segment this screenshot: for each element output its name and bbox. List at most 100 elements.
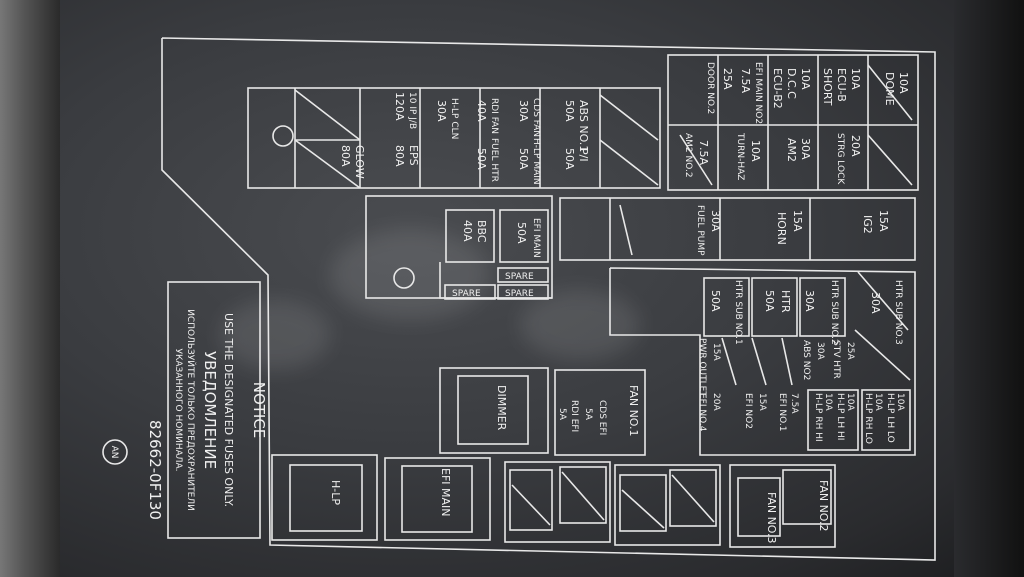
fuse-ecu-b-amp: 10A <box>849 68 862 90</box>
fuse-am2-no2-amp: 7.5A <box>697 140 710 165</box>
fuse-htr-amp: 50A <box>763 290 776 312</box>
fuse-cds-fan-amp: 30A <box>517 100 530 122</box>
fuse-efi-main-no2-amp: 7.5A <box>739 68 752 93</box>
fuse-dome-amp: 10A <box>897 72 910 94</box>
efi-main-relay-outline <box>384 457 491 541</box>
notice-title-ru: УВЕДОМЛЕНИЕ <box>201 351 219 469</box>
fuse-h-lp-rh-lo: H-LP RH LO <box>863 393 873 444</box>
fuse-h-lp-main: H-LP MAIN <box>531 138 541 185</box>
fuse-pi: P/I <box>577 148 590 162</box>
fuse-h-lp-lh-hi-amp: 10A <box>845 393 855 411</box>
dimmer-relay-outline <box>439 367 549 454</box>
fuse-efi-main-no2: EFI MAIN NO2 <box>753 62 763 124</box>
h-lp-relay <box>289 464 363 532</box>
relay-fan-no2: FAN NO.2 <box>817 480 830 532</box>
fuse-efi-no1: EFI NO.1 <box>777 393 787 431</box>
fuse-htr-sub2-amp: 30A <box>803 290 816 312</box>
fan-no1-relay <box>554 369 646 456</box>
fuse-rdi-fan: RDI FAN <box>489 98 499 134</box>
spare-label: SPARE <box>452 289 481 299</box>
glare-spot <box>520 290 640 360</box>
fuse-strg-lock: STRG LOCK <box>835 133 845 185</box>
fuse-efi-main-amp: 50A <box>515 222 528 244</box>
fuse-htr-sub3-amp: 30A <box>869 292 882 314</box>
fuse-am2-no2: AM2 NO.2 <box>683 133 693 178</box>
fuse-pi-amp: 50A <box>563 148 576 170</box>
fuse-h-lp-lh-hi: H-LP LH HI <box>835 393 845 440</box>
ecu-b2-label: ECU-B2 <box>771 68 784 109</box>
fuse-h-lp-main-amp: 50A <box>517 148 530 170</box>
fuse-efi-main: EFI MAIN <box>531 218 541 258</box>
notice-line-ru-1: ИСПОЛЬЗУЙТЕ ТОЛЬКО ПРЕДОХРАНИТЕЛИ <box>185 309 197 511</box>
fuse-am2: AM2 <box>785 138 798 162</box>
main-fuse-block <box>247 87 661 189</box>
fuse-h-lp-rh-hi: H-LP RH HI <box>813 393 823 442</box>
fuse-h-lp-rh-lo-amp: 10A <box>873 393 883 411</box>
fuse-htr-sub1-amp: 50A <box>709 290 722 312</box>
maker-logo <box>102 439 128 465</box>
diagram-outline <box>161 37 936 561</box>
lid-left-edge <box>0 0 60 577</box>
spare-label: SPARE <box>505 272 534 282</box>
notice-box <box>167 281 261 539</box>
fuse-10-ip-jb-amp: 120A <box>393 92 406 121</box>
fuse-fuel-pump-amp: 30A <box>709 210 722 232</box>
fuse-horn-amp: 15A <box>791 210 804 232</box>
h-lp-relay-outline <box>271 454 378 541</box>
fuse-pwr-outlet-amp: 15A <box>711 343 721 361</box>
fuse-bbc: BBC <box>475 220 488 243</box>
glare-spot <box>220 300 330 370</box>
fuse-htr: HTR <box>779 290 792 313</box>
spare-label: SPARE <box>505 289 534 299</box>
fuse-htr-sub2: HTR SUB NO.2 <box>829 280 839 345</box>
fuse-h-lp-cln: H-LP CLN <box>449 98 459 139</box>
fuse-h-lp-rh-hi-amp: 10A <box>823 393 833 411</box>
relay-h-lp: H-LP <box>329 480 342 505</box>
relay-pair-2 <box>614 464 721 546</box>
fuse-cds-efi-amp: 5A <box>583 408 593 421</box>
fuse-glow: GLOW <box>353 145 366 179</box>
fuse-dcc: D.C.C <box>785 68 798 99</box>
maker-logo-text: AN <box>109 446 119 459</box>
fuse-fuel-pump: FUEL PUMP <box>695 205 705 256</box>
fuse-eps: EPS <box>407 145 420 166</box>
fuse-ecu-b: ECU-B <box>835 68 848 102</box>
fuse-cds-efi: CDS EFI <box>597 400 607 435</box>
fuse-fuel-htr-amp: 50A <box>475 148 488 170</box>
efi-main-relay <box>401 465 473 533</box>
fuse-am2-amp: 30A <box>799 138 812 160</box>
fuse-turn-haz-amp: 10A <box>749 140 762 162</box>
fuse-abs-no1: ABS NO.1 <box>577 100 590 152</box>
fuse-efi-no4-amp: 20A <box>711 393 721 411</box>
notice-title: NOTICE <box>250 382 268 439</box>
relay-pair-1 <box>504 461 611 543</box>
fan-relays <box>729 464 836 548</box>
relay-efi-main: EFI MAIN <box>439 468 452 517</box>
fuse-pwr-outlet: PWR OUTLET <box>697 338 707 397</box>
top-right-fuse-block <box>667 54 919 191</box>
dimmer-relay <box>457 375 529 445</box>
fuse-turn-haz: TURN-HAZ <box>735 132 745 180</box>
mid-fuse-row <box>559 197 916 261</box>
fuse-dome: DOME <box>883 72 896 106</box>
fuse-bbc-amp: 40A <box>461 220 474 242</box>
fuse-dcc-amp: 10A <box>799 68 812 90</box>
fuse-rdi-efi: RDI EFI <box>569 400 579 432</box>
fuse-strg-lock-amp: 20A <box>849 135 862 157</box>
bbc-fuse <box>445 209 495 263</box>
fuse-glow-amp: 80A <box>339 145 352 167</box>
fuse-rdi-efi-amp: 5A <box>557 408 567 421</box>
fuse-h-lp-cln-amp: 30A <box>435 100 448 122</box>
fuse-fuel-htr: FUEL HTR <box>489 138 499 182</box>
fuse-cds-fan: CDS FAN <box>531 98 541 137</box>
relay-dimmer: DIMMER <box>495 385 508 431</box>
fuse-abs-no1-amp: 50A <box>563 100 576 122</box>
htr-block <box>609 267 916 456</box>
fuse-10-ip-jb: 10 IP J/B <box>407 92 417 129</box>
fuse-htr-sub3: HTR SUB NO.3 <box>893 280 903 345</box>
fuse-stv-htr: STV HTR <box>831 340 841 379</box>
short-label: SHORT <box>821 68 834 106</box>
fuse-h-lp-lh-lo: H-LP LH LO <box>885 393 895 443</box>
